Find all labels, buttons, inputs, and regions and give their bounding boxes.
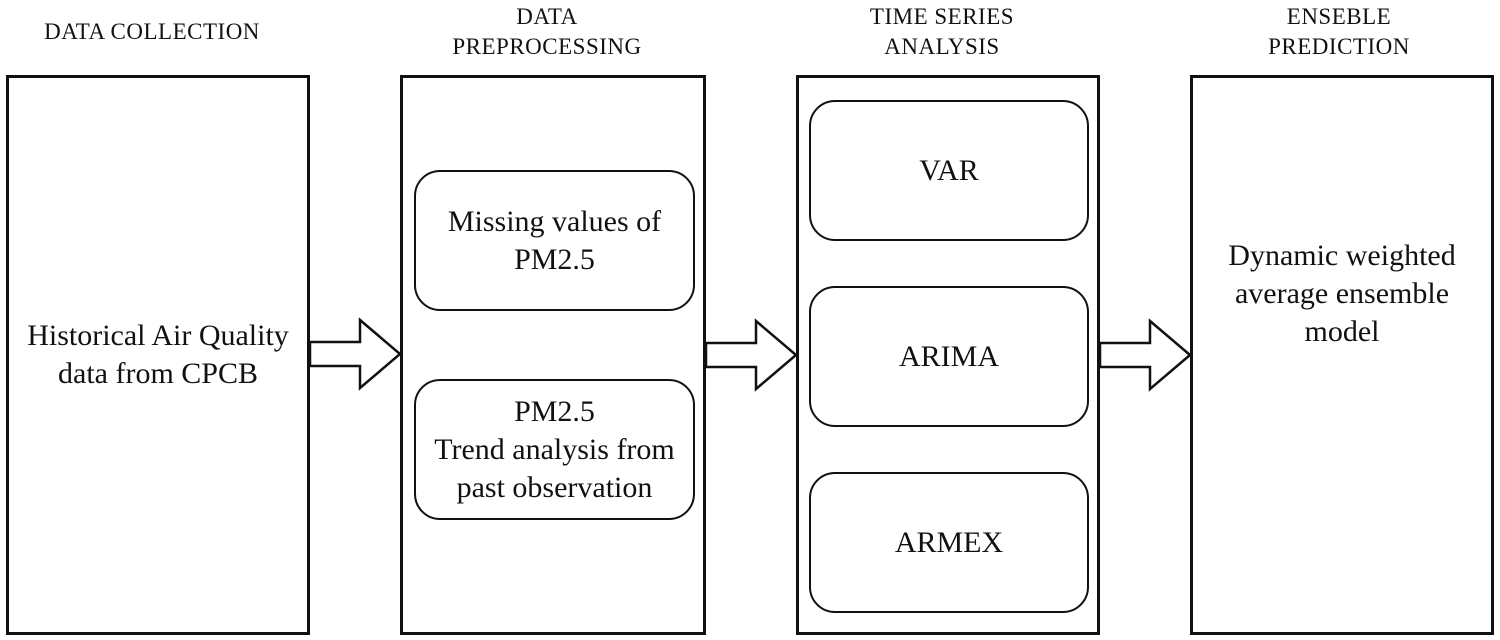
ensemble-prediction-text: Dynamic weighted average ensemble model xyxy=(1228,238,1456,348)
arima-model-box: ARIMA xyxy=(809,286,1089,427)
data-collection-content-wrap: Historical Air Quality data from CPCB xyxy=(9,78,307,632)
flow-arrow-3 xyxy=(1098,318,1192,392)
armex-model-text: ARMEX xyxy=(894,525,1004,559)
ensemble-prediction-box: Dynamic weighted average ensemble model xyxy=(1190,75,1494,635)
flow-arrow-2 xyxy=(704,318,798,392)
data-preprocessing-box: Missing values of PM2.5 PM2.5 Trend anal… xyxy=(400,75,706,635)
trend-analysis-text: PM2.5 Trend analysis from past observati… xyxy=(434,394,675,504)
missing-values-text: Missing values of PM2.5 xyxy=(447,204,662,276)
var-model-text: VAR xyxy=(919,153,979,187)
armex-model-box: ARMEX xyxy=(809,472,1089,613)
ensemble-content-wrap: Dynamic weighted average ensemble model xyxy=(1193,78,1491,509)
data-collection-text: Historical Air Quality data from CPCB xyxy=(27,319,289,390)
arima-model-text: ARIMA xyxy=(898,339,999,373)
stage-title-data-preprocessing: DATA PREPROCESSING xyxy=(452,4,642,59)
trend-analysis-box: PM2.5 Trend analysis from past observati… xyxy=(414,379,695,520)
time-series-analysis-box: VAR ARIMA ARMEX xyxy=(796,75,1100,635)
stage-title-data-collection: DATA COLLECTION xyxy=(44,19,260,44)
stage-title-time-series-analysis: TIME SERIES ANALYSIS xyxy=(869,4,1015,59)
data-collection-box: Historical Air Quality data from CPCB xyxy=(6,75,310,635)
var-model-box: VAR xyxy=(809,100,1089,241)
flow-arrow-1 xyxy=(308,317,402,391)
stage-title-ensemble-prediction: ENSEBLE PREDICTION xyxy=(1268,4,1410,59)
missing-values-box: Missing values of PM2.5 xyxy=(414,170,695,311)
